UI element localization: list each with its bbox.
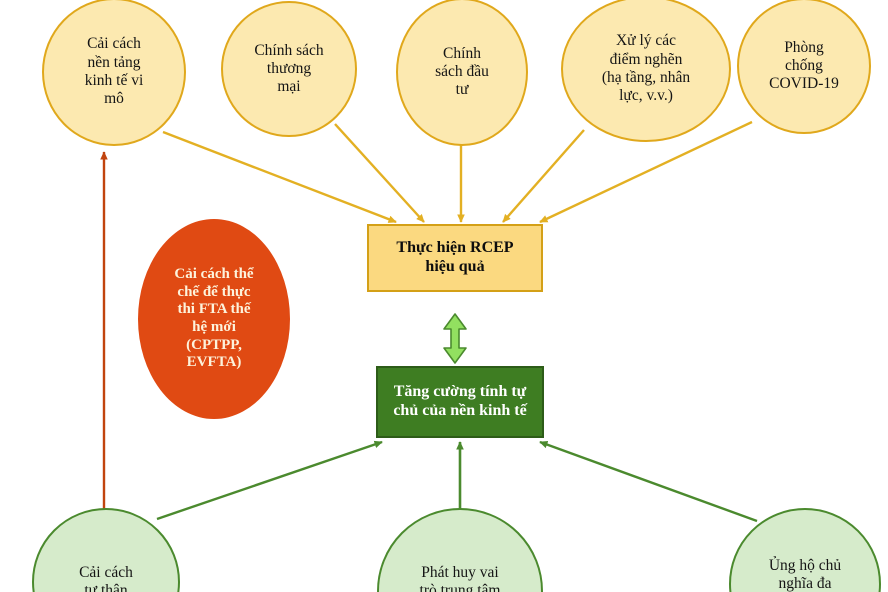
node-xu-ly-diem-nghen[interactable]: Xử lý các điểm nghẽn (hạ tầng, nhân lực,… bbox=[561, 0, 731, 142]
node-label: Phòng chống COVID-19 bbox=[769, 38, 839, 93]
node-label: Tăng cường tính tự chủ của nền kinh tế bbox=[393, 383, 527, 419]
double-arrow-rcep-autonomy bbox=[443, 313, 467, 364]
node-label: Phát huy vai trò trung tâm của ASEAN bbox=[419, 563, 501, 592]
node-cai-cach-the-che[interactable]: Cải cách thể chế để thực thi FTA thế hệ … bbox=[138, 219, 290, 419]
edge-cai-cach-tu-than-to-autonomy bbox=[156, 440, 383, 521]
node-chu-nghia-da-phuong[interactable]: Ủng hộ chủ nghĩa đa phương bbox=[729, 508, 881, 592]
node-cai-cach-tu-than[interactable]: Cải cách tự thân bbox=[32, 508, 180, 592]
node-label: Cải cách tự thân bbox=[79, 563, 133, 592]
node-label: Xử lý các điểm nghẽn (hạ tầng, nhân lực,… bbox=[601, 32, 691, 105]
node-label: Thực hiện RCEP hiệu quả bbox=[396, 239, 514, 275]
edge-chu-nghia-da-phuong-to-autonomy bbox=[539, 440, 758, 523]
node-cai-cach-nen-tang[interactable]: Cải cách nền tảng kinh tế vi mô bbox=[42, 0, 186, 146]
node-label: Ủng hộ chủ nghĩa đa phương bbox=[768, 556, 842, 592]
node-label: Cải cách thể chế để thực thi FTA thế hệ … bbox=[174, 265, 254, 371]
node-label: Chính sách thương mại bbox=[254, 41, 324, 96]
node-chinh-sach-dau-tu[interactable]: Chính sách đầu tư bbox=[396, 0, 528, 146]
node-label: Cải cách nền tảng kinh tế vi mô bbox=[84, 35, 144, 108]
edge-xu-ly-diem-nghen-to-rcep bbox=[502, 129, 585, 223]
node-thuc-hien-rcep[interactable]: Thực hiện RCEP hiệu quả bbox=[367, 224, 543, 292]
node-vai-tro-asean[interactable]: Phát huy vai trò trung tâm của ASEAN bbox=[377, 508, 543, 592]
node-tang-cuong-tinh-tu-chu[interactable]: Tăng cường tính tự chủ của nền kinh tế bbox=[376, 366, 544, 438]
edge-cai-cach-nen-tang-to-rcep bbox=[162, 130, 397, 224]
node-chinh-sach-thuong-mai[interactable]: Chính sách thương mại bbox=[221, 1, 357, 137]
node-label: Chính sách đầu tư bbox=[435, 44, 489, 99]
edge-chinh-sach-thuong-mai-to-rcep bbox=[334, 123, 425, 223]
node-phong-chong-covid[interactable]: Phòng chống COVID-19 bbox=[737, 0, 871, 134]
